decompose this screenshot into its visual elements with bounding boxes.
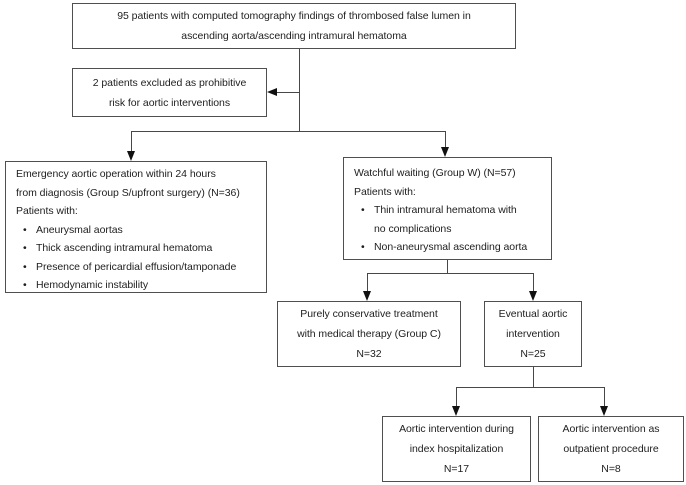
connector-to-group-w bbox=[445, 131, 446, 147]
connector-group-w-out bbox=[447, 260, 448, 273]
outpatient-count: N=8 bbox=[601, 463, 621, 475]
connector-main-vertical bbox=[299, 49, 300, 131]
group-c-count: N=32 bbox=[356, 348, 382, 360]
enrollment-line-1: 95 patients with computed tomography fin… bbox=[117, 10, 471, 22]
enrollment-line-2: ascending aorta/ascending intramural hem… bbox=[181, 30, 407, 42]
connector-to-outpatient bbox=[604, 387, 605, 406]
outpatient-procedure-box: Aortic intervention as outpatient proced… bbox=[538, 416, 684, 482]
index-hospitalization-box: Aortic intervention during index hospita… bbox=[382, 416, 531, 482]
outpatient-line-2: outpatient procedure bbox=[563, 443, 659, 455]
connector-branch-2 bbox=[367, 273, 534, 274]
arrowhead-down-icon bbox=[127, 151, 135, 161]
connector-eventual-out bbox=[533, 367, 534, 387]
bullet-item: Aneurysmal aortas bbox=[23, 221, 260, 240]
exclusion-line-1: 2 patients excluded as prohibitive bbox=[92, 76, 247, 89]
group-c-line-1: Purely conservative treatment bbox=[300, 308, 438, 320]
connector-to-group-s bbox=[131, 131, 132, 151]
eventual-intervention-box: Eventual aortic intervention N=25 bbox=[484, 301, 582, 367]
connector-to-index-hosp bbox=[456, 387, 457, 406]
group-w-bullet-list: Thin intramural hematoma with no complic… bbox=[354, 201, 545, 257]
group-c-box: Purely conservative treatment with medic… bbox=[277, 301, 461, 367]
arrowhead-left-icon bbox=[267, 88, 277, 96]
connector-branch-3 bbox=[456, 387, 605, 388]
arrowhead-down-icon bbox=[600, 406, 608, 416]
eventual-line-2: intervention bbox=[506, 328, 560, 340]
arrowhead-down-icon bbox=[452, 406, 460, 416]
exclusion-line-2: risk for aortic interventions bbox=[108, 96, 231, 109]
connector-to-eventual bbox=[533, 273, 534, 291]
bullet-item: Non-aneurysmal ascending aorta bbox=[361, 238, 545, 257]
group-s-intro-line-1: Emergency aortic operation within 24 hou… bbox=[16, 168, 216, 180]
bullet-item: Thick ascending intramural hematoma bbox=[23, 239, 260, 258]
group-c-line-2: with medical therapy (Group C) bbox=[297, 328, 441, 340]
group-s-subheading: Patients with: bbox=[16, 205, 78, 217]
connector-branch-1 bbox=[131, 131, 446, 132]
group-w-box: Watchful waiting (Group W) (N=57) Patien… bbox=[343, 157, 552, 260]
bullet-item: Presence of pericardial effusion/tampona… bbox=[23, 258, 260, 277]
group-w-intro-line-1: Watchful waiting (Group W) (N=57) bbox=[354, 167, 516, 179]
index-hosp-count: N=17 bbox=[443, 463, 470, 475]
bullet-item: Hemodynamic instability bbox=[23, 276, 260, 295]
group-s-box: Emergency aortic operation within 24 hou… bbox=[5, 161, 267, 295]
group-s-bullet-list: Aneurysmal aortas Thick ascending intram… bbox=[16, 221, 260, 295]
index-hosp-line-2: index hospitalization bbox=[409, 443, 504, 455]
eventual-count: N=25 bbox=[520, 348, 546, 360]
group-s-intro-line-2: from diagnosis (Group S/upfront surgery)… bbox=[16, 186, 240, 199]
arrowhead-down-icon bbox=[529, 291, 537, 301]
outpatient-line-1: Aortic intervention as bbox=[562, 423, 660, 435]
exclusion-box: 2 patients excluded as prohibitive risk … bbox=[72, 68, 267, 117]
connector-exclusion-horizontal bbox=[277, 92, 299, 93]
bullet-item: Thin intramural hematoma with no complic… bbox=[361, 201, 545, 238]
group-w-subheading: Patients with: bbox=[354, 185, 416, 198]
enrollment-box: 95 patients with computed tomography fin… bbox=[72, 3, 516, 49]
index-hosp-line-1: Aortic intervention during bbox=[399, 423, 514, 435]
arrowhead-down-icon bbox=[363, 291, 371, 301]
connector-to-group-c bbox=[367, 273, 368, 291]
arrowhead-down-icon bbox=[441, 147, 449, 157]
eventual-line-1: Eventual aortic bbox=[498, 308, 568, 320]
